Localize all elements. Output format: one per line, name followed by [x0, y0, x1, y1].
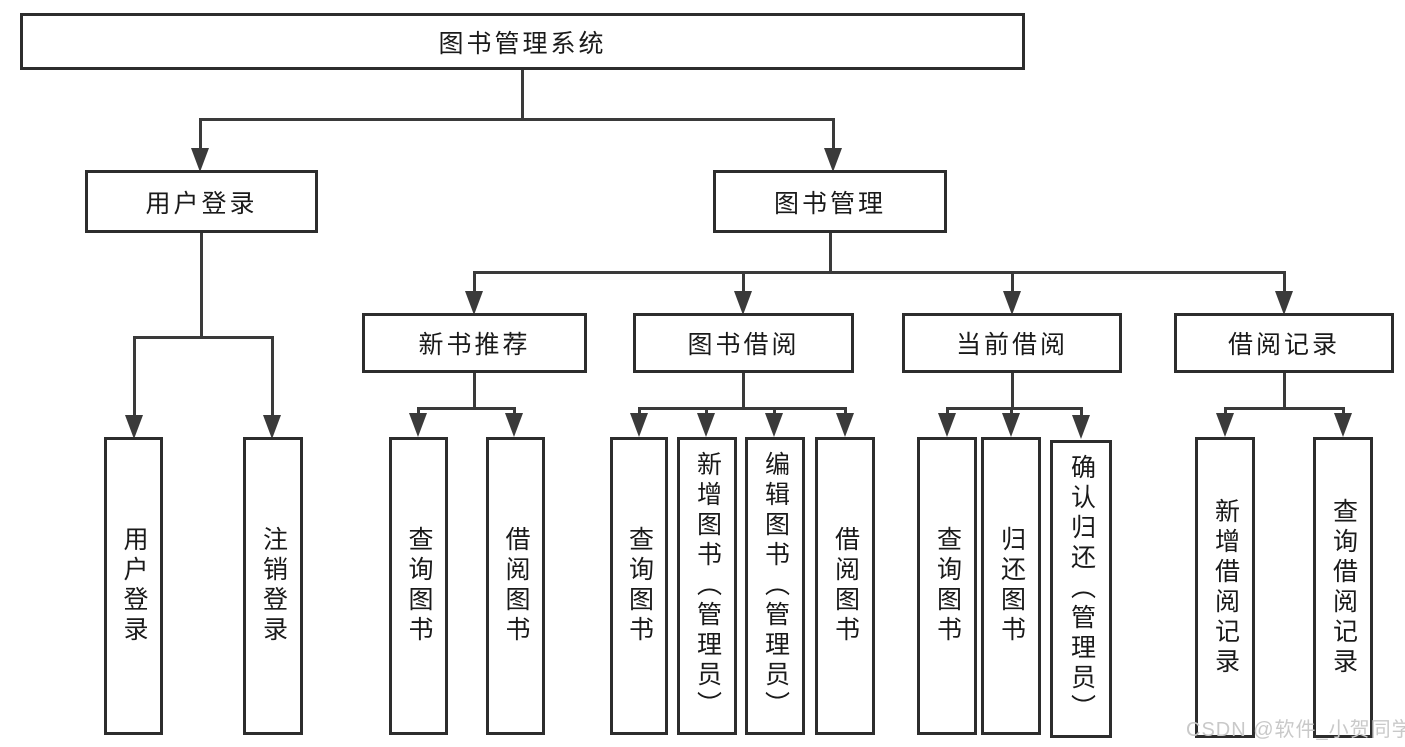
- leaf-query-books-recommend: 查询图书: [389, 437, 448, 735]
- arrow-down-icon: [836, 413, 854, 437]
- leaf-edit-books-admin: 编辑图书（管理员）: [745, 437, 805, 735]
- arrow-down-icon: [630, 413, 648, 437]
- connector-vline: [417, 407, 420, 417]
- connector-vline: [133, 336, 136, 417]
- connector-vline: [829, 233, 832, 271]
- arrow-down-icon: [1002, 413, 1020, 437]
- leaf-query-books-current: 查询图书: [917, 437, 977, 735]
- connector-vline: [844, 407, 847, 417]
- connector-hline: [417, 407, 515, 410]
- node-new-book-recommend: 新书推荐: [362, 313, 587, 373]
- arrow-down-icon: [1072, 415, 1090, 439]
- arrow-down-icon: [765, 413, 783, 437]
- connector-hline: [1224, 407, 1344, 410]
- arrow-down-icon: [1003, 291, 1021, 315]
- connector-hline: [946, 407, 1082, 410]
- arrow-down-icon: [1275, 291, 1293, 315]
- node-label: 图书管理: [773, 189, 886, 218]
- node-book-management: 图书管理: [713, 170, 947, 233]
- node-label: 查询图书: [625, 526, 654, 646]
- node-label: 编辑图书（管理员）: [761, 451, 790, 721]
- connector-hline: [473, 271, 1285, 274]
- connector-vline: [1283, 271, 1286, 293]
- node-book-management-system: 图书管理系统: [20, 13, 1025, 70]
- node-label: 新书推荐: [418, 331, 531, 359]
- arrow-down-icon: [697, 413, 715, 437]
- node-label: 用户登录: [120, 526, 148, 646]
- connector-vline: [513, 407, 516, 417]
- connector-vline: [1011, 373, 1014, 407]
- node-label: 查询图书: [933, 526, 962, 646]
- node-borrow-records: 借阅记录: [1174, 313, 1394, 373]
- leaf-confirm-return-admin: 确认归还（管理员）: [1050, 440, 1112, 738]
- leaf-query-borrow-record: 查询借阅记录: [1313, 437, 1373, 738]
- connector-vline: [705, 407, 708, 417]
- arrow-down-icon: [938, 413, 956, 437]
- leaf-borrow-books-recommend: 借阅图书: [486, 437, 545, 735]
- node-label: 图书管理系统: [438, 29, 607, 58]
- connector-vline: [1342, 407, 1345, 417]
- connector-hline: [133, 336, 274, 339]
- leaf-logout: 注销登录: [243, 437, 303, 735]
- arrow-down-icon: [1216, 413, 1234, 437]
- leaf-add-books-admin: 新增图书（管理员）: [677, 437, 737, 735]
- connector-vline: [742, 373, 745, 407]
- node-current-borrow: 当前借阅: [902, 313, 1122, 373]
- node-label: 借阅图书: [502, 526, 530, 646]
- leaf-borrow-books: 借阅图书: [815, 437, 875, 735]
- connector-vline: [521, 70, 524, 118]
- arrow-down-icon: [734, 291, 752, 315]
- arrow-down-icon: [1334, 413, 1352, 437]
- csdn-watermark: CSDN @软件_小贺同学: [1186, 719, 1405, 741]
- connector-vline: [638, 407, 641, 417]
- leaf-add-borrow-record: 新增借阅记录: [1195, 437, 1255, 738]
- arrow-down-icon: [505, 413, 523, 437]
- connector-vline: [473, 271, 476, 293]
- node-label: 归还图书: [997, 526, 1026, 646]
- arrow-down-icon: [125, 415, 143, 439]
- node-user-login: 用户登录: [85, 170, 318, 233]
- leaf-query-books-borrow: 查询图书: [610, 437, 668, 735]
- node-label: 用户登录: [145, 189, 258, 218]
- node-label: 借阅图书: [831, 526, 860, 646]
- node-label: 查询借阅记录: [1329, 497, 1358, 678]
- node-label: 注销登录: [259, 526, 288, 646]
- connector-vline: [1010, 407, 1013, 417]
- node-label: 新增借阅记录: [1211, 497, 1240, 678]
- connector-vline: [832, 118, 835, 152]
- connector-vline: [1224, 407, 1227, 417]
- node-label: 图书借阅: [687, 331, 800, 359]
- connector-vline: [199, 118, 202, 152]
- connector-vline: [1283, 373, 1286, 407]
- arrow-down-icon: [191, 148, 209, 172]
- arrow-down-icon: [409, 413, 427, 437]
- node-label: 确认归还（管理员）: [1067, 454, 1096, 724]
- node-label: 借阅记录: [1227, 331, 1340, 359]
- node-label: 新增图书（管理员）: [693, 451, 722, 721]
- connector-hline: [638, 407, 846, 410]
- leaf-user-login: 用户登录: [104, 437, 163, 735]
- connector-vline: [946, 407, 949, 417]
- connector-vline: [200, 233, 203, 336]
- connector-hline: [199, 118, 835, 121]
- connector-vline: [1011, 271, 1014, 293]
- connector-vline: [773, 407, 776, 417]
- node-label: 当前借阅: [955, 331, 1068, 359]
- node-book-borrow: 图书借阅: [633, 313, 854, 373]
- connector-vline: [742, 271, 745, 293]
- leaf-return-books: 归还图书: [981, 437, 1041, 735]
- arrow-down-icon: [465, 291, 483, 315]
- arrow-down-icon: [824, 148, 842, 172]
- arrow-down-icon: [263, 415, 281, 439]
- connector-vline: [271, 336, 274, 417]
- connector-vline: [1080, 407, 1083, 417]
- node-label: 查询图书: [405, 526, 433, 646]
- connector-vline: [473, 373, 476, 407]
